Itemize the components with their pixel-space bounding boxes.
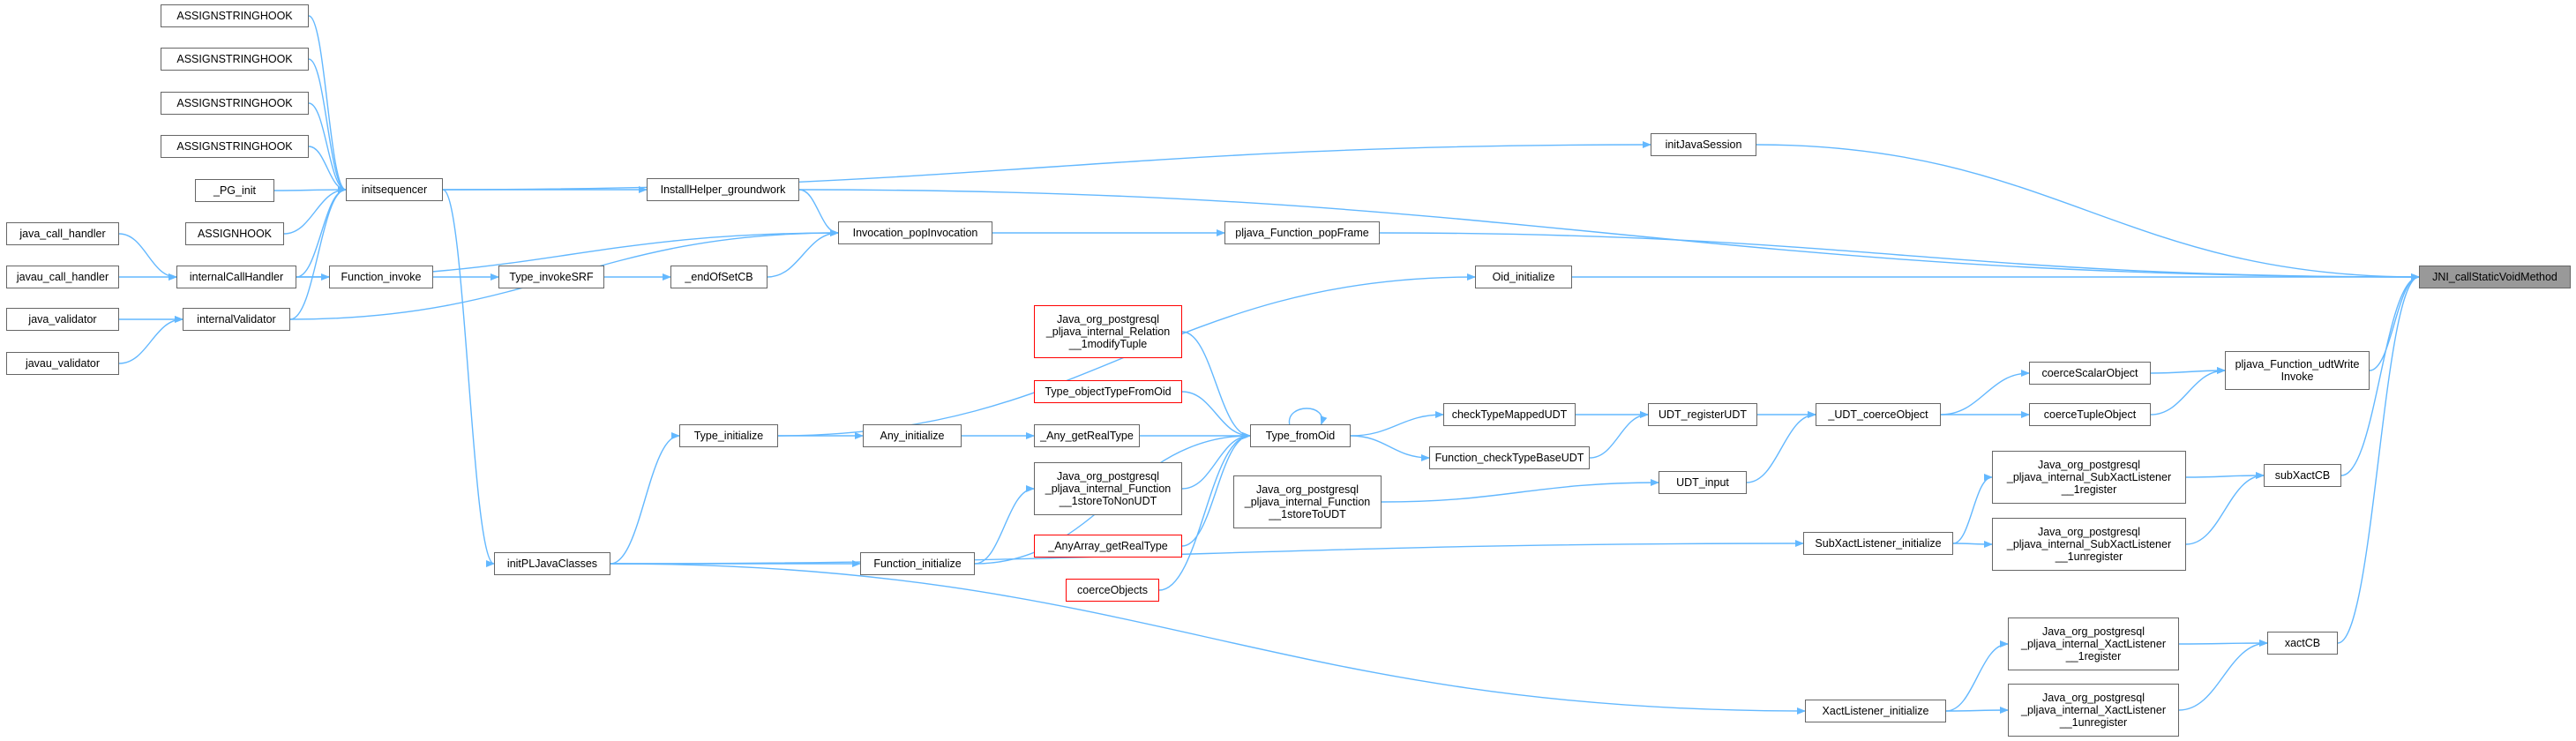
node-subxactcb[interactable]: subXactCB <box>2264 464 2341 487</box>
node-end-of-set-cb[interactable]: _endOfSetCB <box>670 266 768 288</box>
edge-sxlinit-to-sxlreg <box>1952 474 1993 544</box>
node-assignstringhook-1[interactable]: ASSIGNSTRINGHOOK <box>161 4 309 27</box>
node-pljava-function-udtwriteinvoke[interactable]: pljava_Function_udtWrite Invoke <box>2225 351 2370 390</box>
edge-xlinit-to-xlunreg <box>1945 707 2009 715</box>
edge-juval-to-ival <box>118 316 183 364</box>
node-type-invokesrf[interactable]: Type_invokeSRF <box>498 266 604 288</box>
edge-ipljc-to-xlinit <box>610 563 1806 715</box>
node-java-call-handler[interactable]: java_call_handler <box>6 222 119 245</box>
node-initpljavaclasses[interactable]: initPLJavaClasses <box>494 552 610 575</box>
edge-ihg-to-ipop <box>798 189 839 236</box>
edge-fctbu-to-udtreg <box>1589 411 1649 459</box>
edge-sxlreg-to-subxcb <box>2185 472 2265 480</box>
edge-ash3-to-initseq <box>308 102 347 193</box>
node-initjavasession[interactable]: initJavaSession <box>1651 133 1756 156</box>
node-internal-call-handler[interactable]: internalCallHandler <box>176 266 296 288</box>
edge-finit-to-stnon <box>974 485 1035 565</box>
node-pljava-function-popframe[interactable]: pljava_Function_popFrame <box>1224 221 1380 244</box>
node-anyarray-getrealtype[interactable]: _AnyArray_getRealType <box>1034 535 1182 558</box>
node-assignstringhook-4[interactable]: ASSIGNSTRINGHOOK <box>161 135 309 158</box>
node-coerceobjects[interactable]: coerceObjects <box>1066 579 1159 602</box>
edge-assignhook-to-initseq <box>283 186 347 235</box>
edge-ash2-to-initseq <box>308 58 347 193</box>
node-coercetupleobject[interactable]: coerceTupleObject <box>2029 403 2151 426</box>
node-java-validator[interactable]: java_validator <box>6 308 119 331</box>
edge-initseq-to-ipljc <box>442 189 495 567</box>
node-javau-call-handler[interactable]: javau_call_handler <box>6 266 119 288</box>
edge-sxlunreg-to-subxcb <box>2185 472 2265 545</box>
node-assignhook[interactable]: ASSIGNHOOK <box>185 222 284 245</box>
edge-xlreg-to-xcb <box>2178 640 2268 647</box>
edge-udtco-to-cso <box>1940 370 2030 415</box>
edge-stud-to-udtin <box>1381 479 1659 503</box>
edge-ash1-to-initseq <box>308 15 347 193</box>
node-type-fromoid[interactable]: Type_fromOid <box>1250 424 1351 447</box>
edge-ich-to-initseq <box>296 186 347 278</box>
edge-xcb-to-jni <box>2337 273 2420 644</box>
edge-subxcb-to-jni <box>2340 273 2420 476</box>
edge-tfo-to-ctmu <box>1350 411 1444 437</box>
node-subxactlistener-register[interactable]: Java_org_postgresql _pljava_internal_Sub… <box>1992 451 2186 504</box>
node-udt-coerceobject[interactable]: _UDT_coerceObject <box>1816 403 1941 426</box>
node-xactcb[interactable]: xactCB <box>2267 632 2338 655</box>
node-installhelper-groundwork[interactable]: InstallHelper_groundwork <box>647 178 799 201</box>
edge-xlinit-to-xlreg <box>1945 640 2009 712</box>
edge-pginit-to-initseq <box>273 186 347 194</box>
node-internal-validator[interactable]: internalValidator <box>183 308 290 331</box>
node-function-storetoudt[interactable]: Java_org_postgresql _pljava_internal_Fun… <box>1233 475 1382 528</box>
node-assignstringhook-3[interactable]: ASSIGNSTRINGHOOK <box>161 92 309 115</box>
node-function-checktypebaseudt[interactable]: Function_checkTypeBaseUDT <box>1429 446 1590 469</box>
node-jni-callstaticvoidmethod[interactable]: JNI_callStaticVoidMethod <box>2419 266 2571 288</box>
node-javau-validator[interactable]: javau_validator <box>6 352 119 375</box>
edge-rel-to-tfo <box>1181 331 1251 439</box>
edge-cso-to-pfuwi <box>2150 367 2226 375</box>
edge-ipljc-to-tinit <box>610 432 680 565</box>
node-relation-modifytuple[interactable]: Java_org_postgresql _pljava_internal_Rel… <box>1034 305 1182 358</box>
node-xactlistener-register[interactable]: Java_org_postgresql _pljava_internal_Xac… <box>2008 618 2179 670</box>
edge-tfo-to-tfo <box>1288 408 1328 425</box>
node-oid-initialize[interactable]: Oid_initialize <box>1475 266 1572 288</box>
node-xactlistener-unregister[interactable]: Java_org_postgresql _pljava_internal_Xac… <box>2008 684 2179 737</box>
edge-jcall-to-ich <box>118 233 177 281</box>
edge-ipljc-to-sxlinit <box>610 540 1804 565</box>
node-udt-input[interactable]: UDT_input <box>1659 471 1747 494</box>
node-checktypemappedudt[interactable]: checkTypeMappedUDT <box>1443 403 1576 426</box>
edge-sxlinit-to-sxlunreg <box>1952 540 1993 548</box>
edge-udtin-to-udtco <box>1746 411 1816 483</box>
edge-stnon-to-tfo <box>1181 432 1251 490</box>
node-function-invoke[interactable]: Function_invoke <box>329 266 433 288</box>
node-assignstringhook-2[interactable]: ASSIGNSTRINGHOOK <box>161 48 309 71</box>
edge-totfo-to-tfo <box>1181 391 1251 439</box>
node-type-objecttypefromoid[interactable]: Type_objectTypeFromOid <box>1034 380 1182 403</box>
edge-pfuwi-to-jni <box>2369 273 2420 371</box>
edge-xlunreg-to-xcb <box>2178 640 2268 711</box>
node-subxactlistener-initialize[interactable]: SubXactListener_initialize <box>1803 532 1953 555</box>
node-invocation-popinvocation[interactable]: Invocation_popInvocation <box>838 221 992 244</box>
edge-tfo-to-fctbu <box>1350 435 1430 461</box>
node-type-initialize[interactable]: Type_initialize <box>679 424 778 447</box>
node-coercescalarobject[interactable]: coerceScalarObject <box>2029 362 2151 385</box>
node-udt-registerudt[interactable]: UDT_registerUDT <box>1648 403 1757 426</box>
edge-coerceobjs-to-tfo <box>1158 432 1251 591</box>
node-any-getrealtype[interactable]: _Any_getRealType <box>1034 424 1140 447</box>
edge-cto-to-pfuwi <box>2150 367 2226 415</box>
node-subxactlistener-unregister[interactable]: Java_org_postgresql _pljava_internal_Sub… <box>1992 518 2186 571</box>
node-function-initialize[interactable]: Function_initialize <box>860 552 975 575</box>
node-initsequencer[interactable]: initsequencer <box>346 178 443 201</box>
edge-ival-to-initseq <box>289 186 347 320</box>
edge-ijs-to-jni <box>1756 144 2420 281</box>
node-any-initialize[interactable]: Any_initialize <box>863 424 962 447</box>
node-pg-init[interactable]: _PG_init <box>195 179 274 202</box>
node-xactlistener-initialize[interactable]: XactListener_initialize <box>1805 700 1946 722</box>
edge-ihg-to-jni <box>798 189 2420 281</box>
edge-eos-to-ipop <box>767 229 839 278</box>
edge-initseq-to-ijs <box>442 141 1651 191</box>
node-function-storetononudt[interactable]: Java_org_postgresql _pljava_internal_Fun… <box>1034 462 1182 515</box>
edge-anyarr-to-tfo <box>1181 432 1251 547</box>
